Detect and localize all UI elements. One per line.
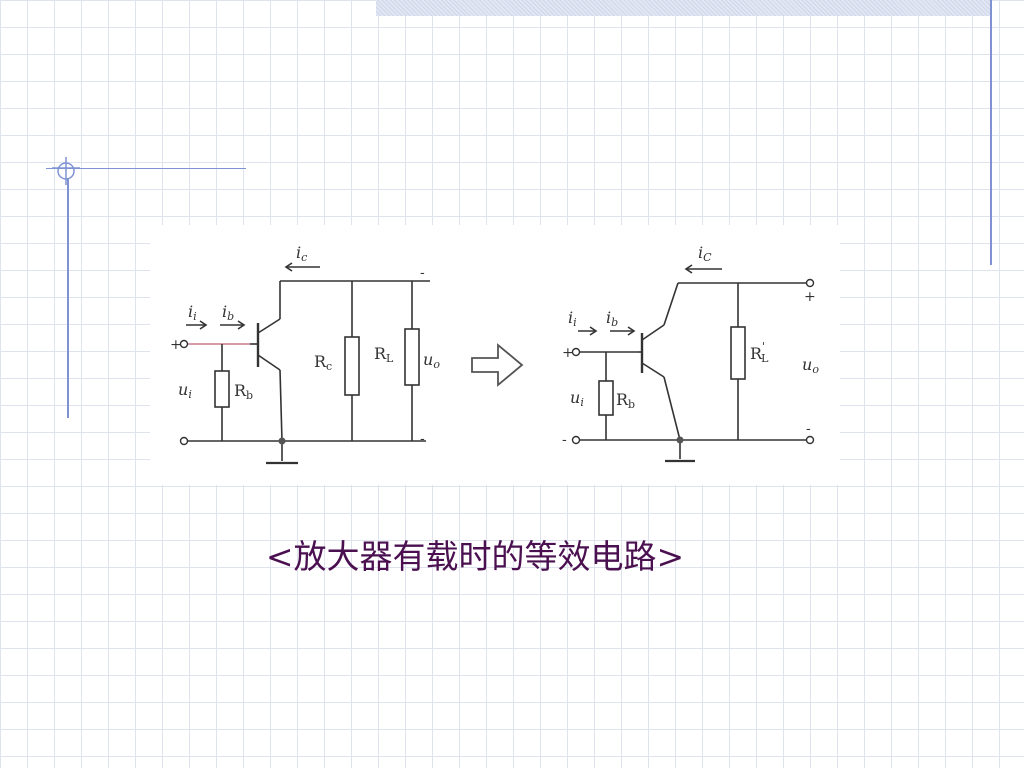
left-input-terminal-top [179, 339, 189, 349]
right-circuit [576, 264, 806, 463]
left-rl-label: RL [374, 344, 394, 365]
left-uo-label: uo [423, 350, 440, 371]
right-ground-node [676, 436, 684, 444]
transform-arrow-icon [471, 343, 524, 387]
crosshair-ornament-icon [52, 157, 80, 185]
left-ic-label: ic [296, 243, 307, 264]
left-input-terminal-bottom [179, 436, 189, 446]
right-rb-label: Rb [616, 390, 635, 411]
right-plus-left-label: + [562, 345, 574, 361]
right-minus-right-label: - [806, 421, 811, 437]
right-minus-left-label: - [562, 432, 567, 448]
left-vertical-rule [67, 178, 69, 418]
right-rl-label: R'L [750, 340, 769, 365]
left-ui-label: ui [178, 380, 192, 401]
right-ui-label: ui [570, 388, 584, 409]
title-horizontal-rule [46, 168, 246, 169]
left-minus-bottom-label: - [420, 431, 425, 447]
right-ii-label: ii [568, 308, 577, 329]
circuit-figure: ic ii ib + - - ui Rb Rc RL uo [150, 225, 840, 485]
left-plus-label: + [170, 337, 182, 353]
left-rb-label: Rb [234, 381, 253, 402]
right-ic-label: iC [698, 243, 712, 264]
right-plus-right-label: + [804, 289, 816, 305]
right-ib-label: ib [606, 308, 618, 329]
right-uo-label: uo [802, 355, 819, 376]
right-input-terminal-top [571, 347, 581, 357]
right-vertical-rule [990, 0, 992, 265]
right-input-terminal-bottom [571, 435, 581, 445]
left-ib-label: ib [222, 302, 234, 323]
right-output-terminal-top [805, 278, 815, 288]
left-circuit [184, 262, 430, 465]
left-rc-label: Rc [314, 352, 332, 373]
left-ii-label: ii [188, 302, 197, 323]
left-ground-node [278, 437, 286, 445]
right-output-terminal-bottom [805, 435, 815, 445]
left-minus-top-label: - [420, 265, 425, 281]
top-decorative-band [376, 0, 990, 16]
figure-caption: <放大器有载时的等效电路> [265, 537, 685, 576]
